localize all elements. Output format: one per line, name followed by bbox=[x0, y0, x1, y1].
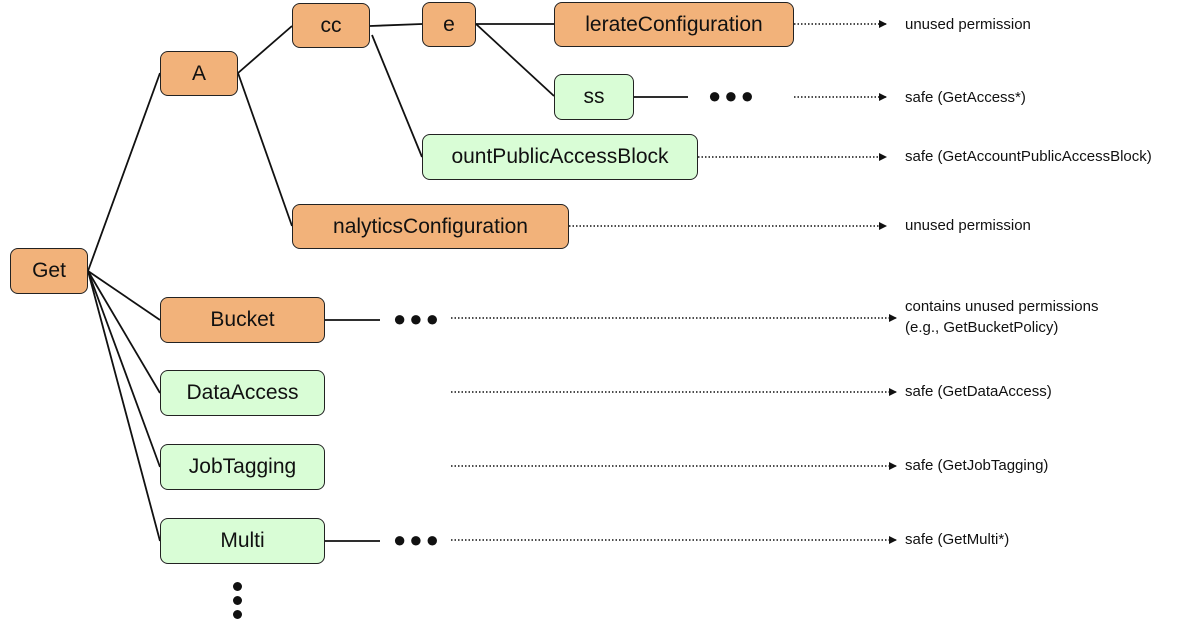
ellipsis-multi: ●●● bbox=[393, 527, 442, 552]
node-data-access: DataAccess bbox=[160, 370, 325, 416]
label-bucket-line2: (e.g., GetBucketPolicy) bbox=[905, 319, 1059, 336]
node-bucket: Bucket bbox=[160, 297, 325, 343]
label-ss: safe (GetAccess*) bbox=[905, 89, 1026, 106]
node-multi: Multi bbox=[160, 518, 325, 564]
node-e: e bbox=[422, 2, 476, 47]
node-cc: cc bbox=[292, 3, 370, 48]
node-ss: ss bbox=[554, 74, 634, 120]
label-ount-public-access-block: safe (GetAccountPublicAccessBlock) bbox=[905, 148, 1152, 165]
edge-a-nalytics bbox=[237, 72, 293, 227]
label-data-access: safe (GetDataAccess) bbox=[905, 383, 1052, 400]
node-ount-public-access-block: ountPublicAccessBlock bbox=[422, 134, 698, 180]
node-job-tagging: JobTagging bbox=[160, 444, 325, 490]
label-multi: safe (GetMulti*) bbox=[905, 531, 1010, 548]
ellipsis-bucket: ●●● bbox=[393, 306, 442, 331]
node-nalytics-configuration: nalyticsConfiguration bbox=[292, 204, 569, 249]
label-lerate-configuration: unused permission bbox=[905, 16, 1031, 33]
vertical-ellipsis bbox=[233, 582, 243, 624]
label-nalytics-configuration: unused permission bbox=[905, 217, 1031, 234]
node-lerate-configuration: lerateConfiguration bbox=[554, 2, 794, 47]
label-job-tagging: safe (GetJobTagging) bbox=[905, 457, 1049, 474]
edge-get-jobtagging bbox=[87, 270, 161, 468]
label-bucket-line1: contains unused permissions bbox=[905, 298, 1099, 315]
node-a: A bbox=[160, 51, 238, 96]
ellipsis-ss: ●●● bbox=[708, 83, 757, 108]
edge-get-dataaccess bbox=[87, 270, 161, 394]
edge-a-cc bbox=[237, 25, 293, 74]
edge-cc-ount bbox=[371, 34, 423, 158]
node-get: Get bbox=[10, 248, 88, 294]
edge-get-bucket bbox=[87, 270, 161, 321]
edge-e-ss bbox=[475, 23, 555, 97]
edge-get-multi bbox=[87, 270, 161, 542]
edge-cc-e bbox=[369, 23, 423, 27]
edge-get-a bbox=[87, 72, 161, 272]
